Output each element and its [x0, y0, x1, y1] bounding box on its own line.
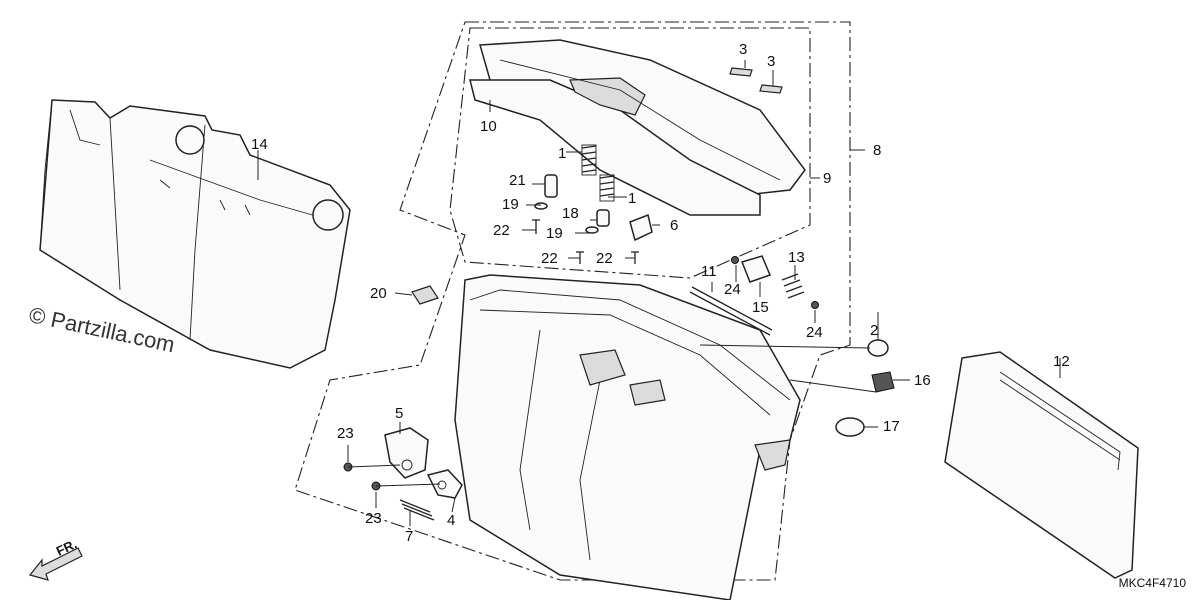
callout-3: 3	[739, 41, 748, 58]
washer-part	[585, 226, 599, 234]
bracket-part	[384, 427, 429, 479]
leader-lines	[257, 60, 1061, 526]
callout-21: 21	[509, 172, 526, 189]
callout-14: 14	[251, 136, 268, 153]
callout-1: 1	[558, 145, 567, 162]
callout-2: 2	[870, 322, 879, 339]
clip-part	[411, 285, 439, 305]
rod-part	[691, 286, 773, 331]
callout-23: 23	[337, 425, 354, 442]
seal-part	[835, 417, 865, 437]
collar-part	[544, 174, 558, 198]
callout-24: 24	[806, 324, 823, 341]
nut-part	[811, 301, 819, 309]
callout-8: 8	[873, 142, 882, 159]
rod-part	[689, 291, 771, 336]
callout-5: 5	[395, 405, 404, 422]
trim-strip-part	[759, 84, 783, 94]
callout-3: 3	[767, 53, 776, 70]
latch-part	[426, 469, 463, 499]
callout-13: 13	[788, 249, 805, 266]
spring-part	[581, 144, 597, 176]
cap-part	[871, 371, 895, 393]
callout-6: 6	[670, 217, 679, 234]
callout-22: 22	[541, 250, 558, 267]
latch-plate-part	[629, 213, 653, 242]
washer-part	[534, 202, 548, 210]
collar-part	[596, 209, 610, 227]
front-arrow-icon	[28, 547, 83, 581]
callout-15: 15	[752, 299, 769, 316]
nut-part	[731, 256, 739, 264]
callout-12: 12	[1053, 353, 1070, 370]
diagram-code: MKC4F4710	[1118, 576, 1186, 590]
callout-11: 11	[701, 263, 717, 280]
callout-19: 19	[546, 225, 563, 242]
callout-19: 19	[502, 196, 519, 213]
callout-7: 7	[405, 528, 414, 545]
bushing-part	[740, 255, 772, 283]
callout-23: 23	[365, 510, 382, 527]
grommet-part	[867, 339, 889, 357]
callout-4: 4	[447, 512, 456, 529]
trim-strip-part	[729, 67, 753, 77]
callout-24: 24	[724, 281, 741, 298]
callout-22: 22	[596, 250, 613, 267]
callout-22: 22	[493, 222, 510, 239]
torsion-spring-part	[781, 273, 805, 299]
callout-20: 20	[370, 285, 387, 302]
latch-spring-part	[399, 499, 435, 521]
lid-subassembly-boundary	[449, 27, 811, 279]
callout-1: 1	[628, 190, 637, 207]
inner-liner-part	[39, 99, 351, 369]
callout-10: 10	[480, 118, 497, 135]
screw-part	[532, 219, 540, 234]
callout-17: 17	[883, 418, 900, 435]
spring-part	[599, 174, 615, 202]
callout-16: 16	[914, 372, 931, 389]
lid-part	[469, 39, 806, 216]
storage-box-part	[454, 274, 801, 600]
callout-9: 9	[823, 170, 832, 187]
callout-18: 18	[562, 205, 579, 222]
side-panel-part	[944, 351, 1139, 579]
assembly-boundary	[294, 21, 851, 581]
